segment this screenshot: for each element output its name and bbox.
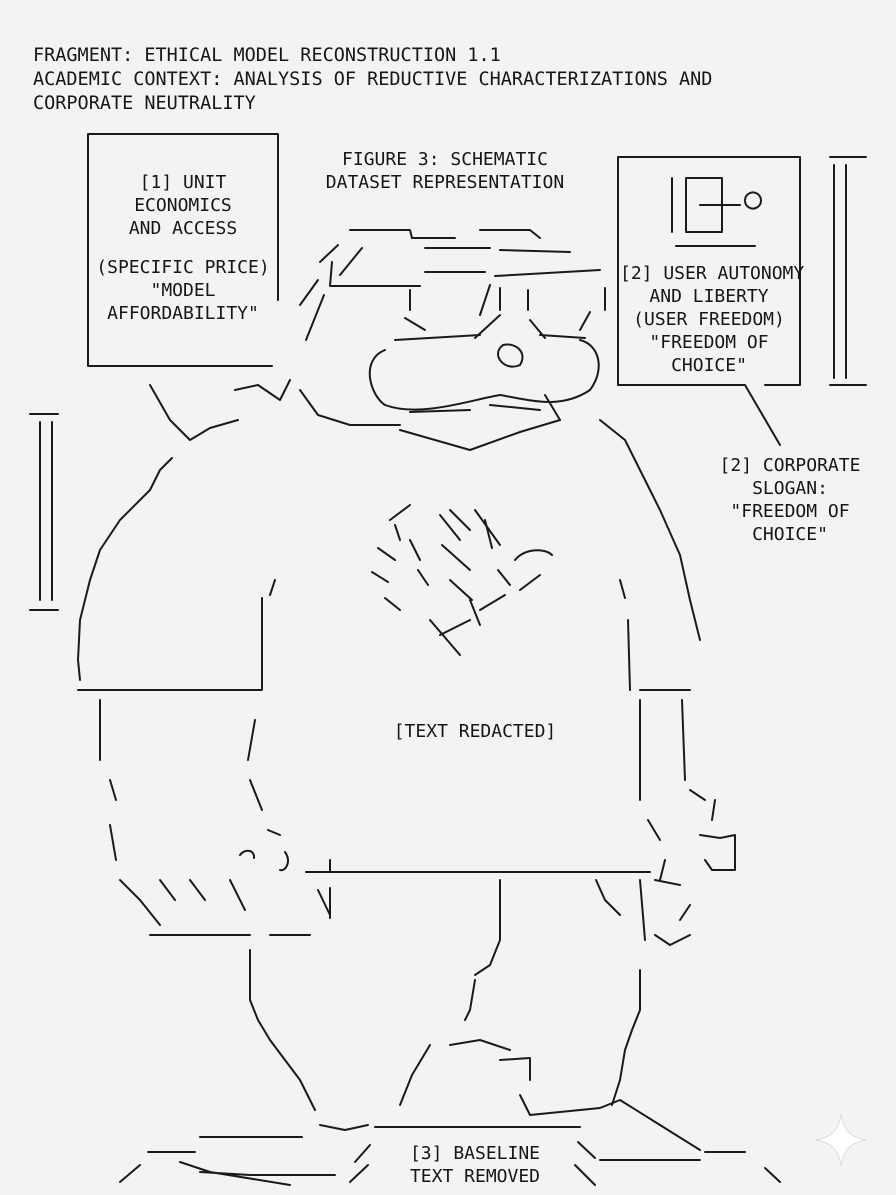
left-bracket: [29, 413, 59, 611]
box-1-line-3: AND ACCESS: [128, 218, 238, 239]
header-line-2: ACADEMIC CONTEXT: ANALYSIS OF REDUCTIVE …: [33, 69, 713, 90]
base-drawing: [119, 1124, 781, 1186]
page-header: FRAGMENT: ETHICAL MODEL RECONSTRUCTION 1…: [33, 44, 712, 116]
baseline-line-2: TEXT REMOVED: [409, 1166, 541, 1187]
hat-drawing: [299, 229, 606, 341]
door-icon-drawing: [671, 177, 762, 247]
box-1-line-5: "MODEL: [150, 280, 216, 301]
figure-caption-line-1: FIGURE 3: SCHEMATIC: [342, 149, 548, 170]
header-line-3: CORPORATE NEUTRALITY: [33, 93, 256, 114]
box-2-frame: [617, 156, 801, 446]
right-bracket: [829, 156, 867, 386]
slogan-line-2: SLOGAN:: [752, 478, 828, 499]
box-2-line-2: AND LIBERTY: [649, 286, 769, 307]
slogan-line-4: CHOICE": [752, 524, 828, 545]
box-2-line-5: CHOICE": [671, 355, 747, 376]
mask-drawing: [368, 311, 600, 451]
box-2-line-3: (USER FREEDOM): [633, 309, 785, 330]
box-2-line-4: "FREEDOM OF: [649, 332, 769, 353]
shoulders-drawing: [77, 379, 701, 681]
box-1-line-2: ECONOMICS: [134, 195, 232, 216]
box-1-line-4: (SPECIFIC PRICE): [96, 257, 270, 278]
body-drawing: [77, 579, 736, 1151]
box-1-line-6: AFFORDABILITY": [107, 303, 259, 324]
box-1-frame: [87, 133, 279, 367]
sparkle-icon: [814, 1113, 868, 1167]
slogan-line-3: "FREEDOM OF: [730, 501, 850, 522]
box-2-line-1: [2] USER AUTONOMY: [620, 263, 805, 284]
baseline-line-1: [3] BASELINE: [409, 1143, 541, 1164]
dove-drawing: [371, 504, 553, 656]
figure-caption-line-2: DATASET REPRESENTATION: [325, 172, 565, 193]
redacted-text: [TEXT REDACTED]: [393, 721, 557, 742]
slogan-line-1: [2] CORPORATE: [719, 455, 861, 476]
box-1-line-1: [1] UNIT: [139, 172, 227, 193]
header-line-1: FRAGMENT: ETHICAL MODEL RECONSTRUCTION 1…: [33, 45, 501, 66]
